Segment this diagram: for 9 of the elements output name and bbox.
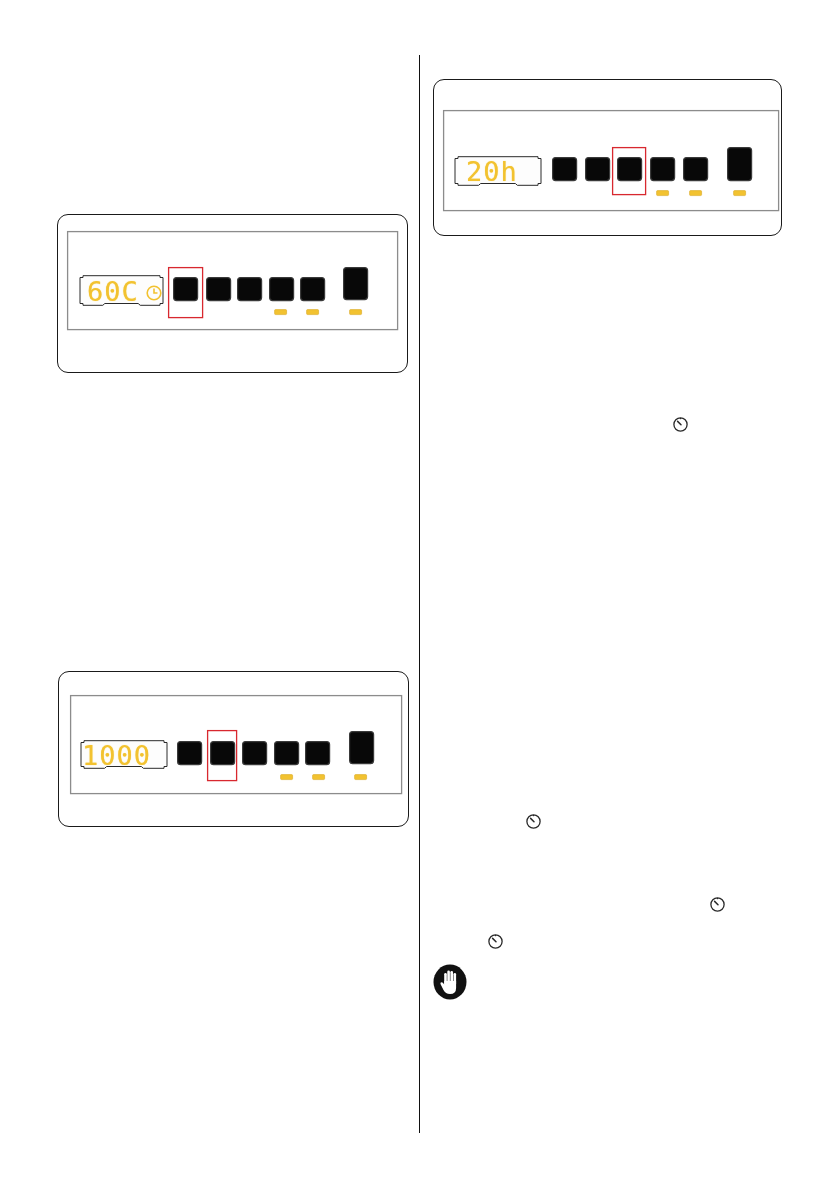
display-window [454, 156, 542, 186]
panel-frame [58, 671, 409, 827]
display-readout: 60C [87, 277, 139, 304]
panel-frame [433, 79, 782, 236]
display-readout: 20h [466, 157, 518, 185]
display-window [80, 740, 168, 769]
panel-frame [57, 214, 408, 373]
display-readout: 1000 [82, 741, 152, 768]
display-window [79, 275, 164, 306]
